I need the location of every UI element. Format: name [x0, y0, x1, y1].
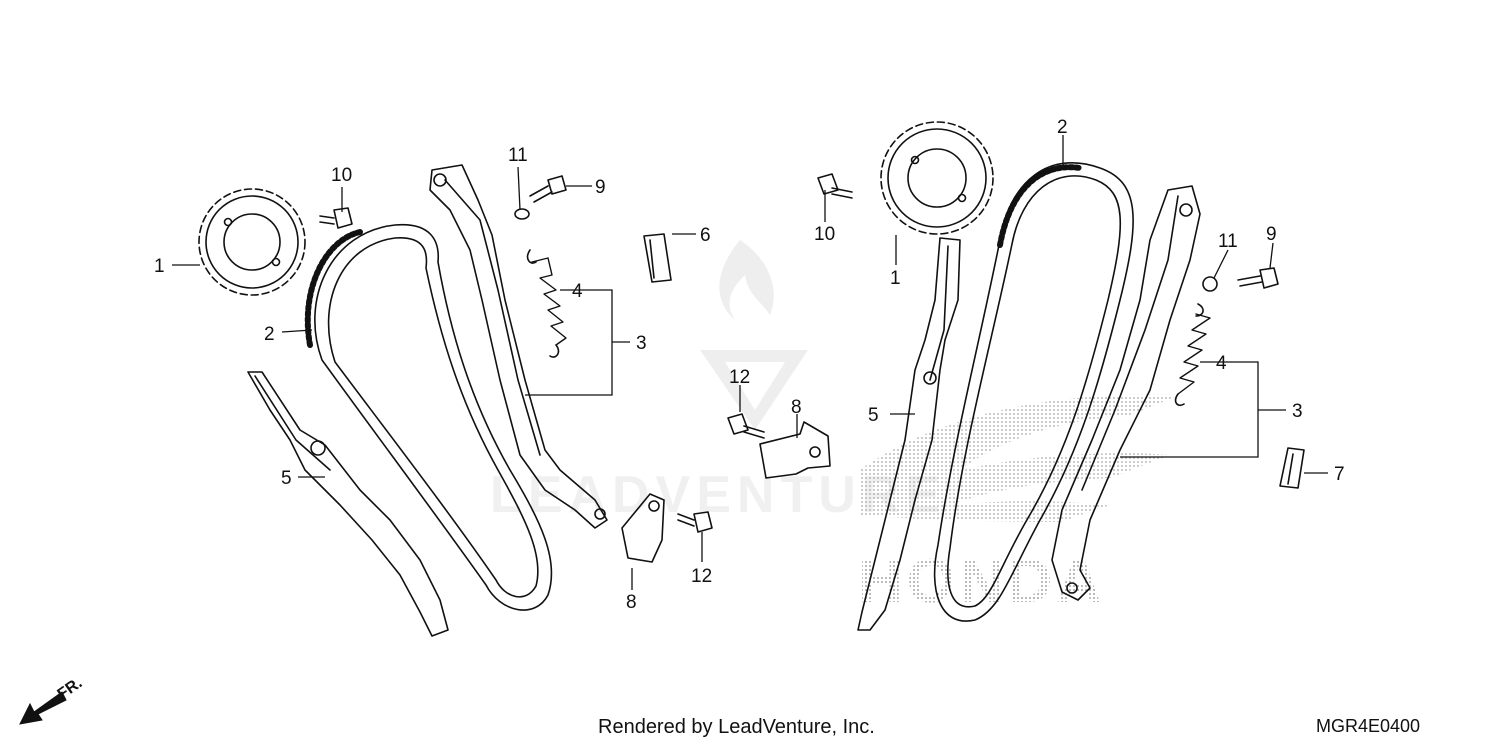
- washer-11-right: [1202, 276, 1218, 292]
- callout-4-right: 4: [1216, 353, 1227, 374]
- stopper-plate-8-lower: [621, 493, 665, 563]
- bolt-12-lower: [677, 511, 713, 533]
- front-direction-indicator: FR.: [19, 675, 85, 725]
- callout-4-left: 4: [572, 281, 583, 302]
- callout-9-right: 9: [1266, 224, 1277, 245]
- callout-3-left: 3: [636, 333, 647, 354]
- v-logo-icon: [700, 350, 808, 430]
- callout-12-lower: 12: [691, 566, 712, 587]
- front-arrow-icon: [19, 691, 67, 725]
- chain-tensioner-left: [429, 164, 608, 529]
- callout-11-left: 11: [508, 145, 528, 166]
- callout-8-lower: 8: [626, 592, 637, 613]
- cam-chain-right: [933, 162, 1134, 622]
- callout-5-right: 5: [868, 405, 879, 426]
- honda-watermark-text: HONDA: [858, 547, 1105, 616]
- bolt-12-upper: [727, 413, 765, 439]
- cam-sprocket-left: [198, 188, 306, 296]
- guide-pad-7: [1279, 447, 1305, 489]
- cam-chain-left: [304, 223, 553, 611]
- flame-icon: [719, 240, 774, 320]
- chain-guide-right: [857, 237, 961, 631]
- callout-3-right: 3: [1292, 401, 1303, 422]
- stopper-plate-8-upper: [759, 421, 831, 479]
- guide-pad-6: [643, 233, 672, 283]
- callout-8-upper: 8: [791, 397, 802, 418]
- chain-tensioner-right: [1051, 185, 1201, 601]
- bolt-9-right: [1237, 267, 1279, 289]
- callout-9-left: 9: [595, 177, 606, 198]
- callout-7: 7: [1334, 464, 1345, 485]
- callout-11-right: 11: [1218, 231, 1238, 252]
- callout-2-right: 2: [1057, 117, 1068, 138]
- callout-12-upper: 12: [729, 367, 750, 388]
- callout-labels: 1 2 3 4 5 6 8 8 9 10 11 12 12 1 2 3 4 5 …: [154, 117, 1345, 613]
- honda-wing-logo: [860, 394, 1180, 522]
- honda-watermark: HONDA: [858, 394, 1180, 616]
- bolt-10-right: [817, 173, 853, 199]
- callout-10-right: 10: [814, 224, 835, 245]
- tensioner-spring-left: [526, 249, 567, 358]
- callout-2-left: 2: [264, 324, 275, 345]
- washer-11-left: [514, 208, 530, 220]
- bolt-9-left: [529, 175, 567, 203]
- callout-1-right: 1: [890, 268, 901, 289]
- diagram-code: MGR4E0400: [1316, 716, 1421, 736]
- callout-1-left: 1: [154, 256, 165, 277]
- leader-lines: [172, 135, 1328, 590]
- chain-guide-left: [247, 371, 449, 637]
- bolt-10-left: [319, 207, 353, 229]
- render-credit: Rendered by LeadVenture, Inc.: [598, 716, 875, 738]
- callout-6: 6: [700, 225, 711, 246]
- callout-10-left: 10: [331, 165, 352, 186]
- tensioner-spring-right: [1174, 303, 1211, 407]
- cam-sprocket-right: [880, 121, 994, 235]
- callout-5-left: 5: [281, 468, 292, 489]
